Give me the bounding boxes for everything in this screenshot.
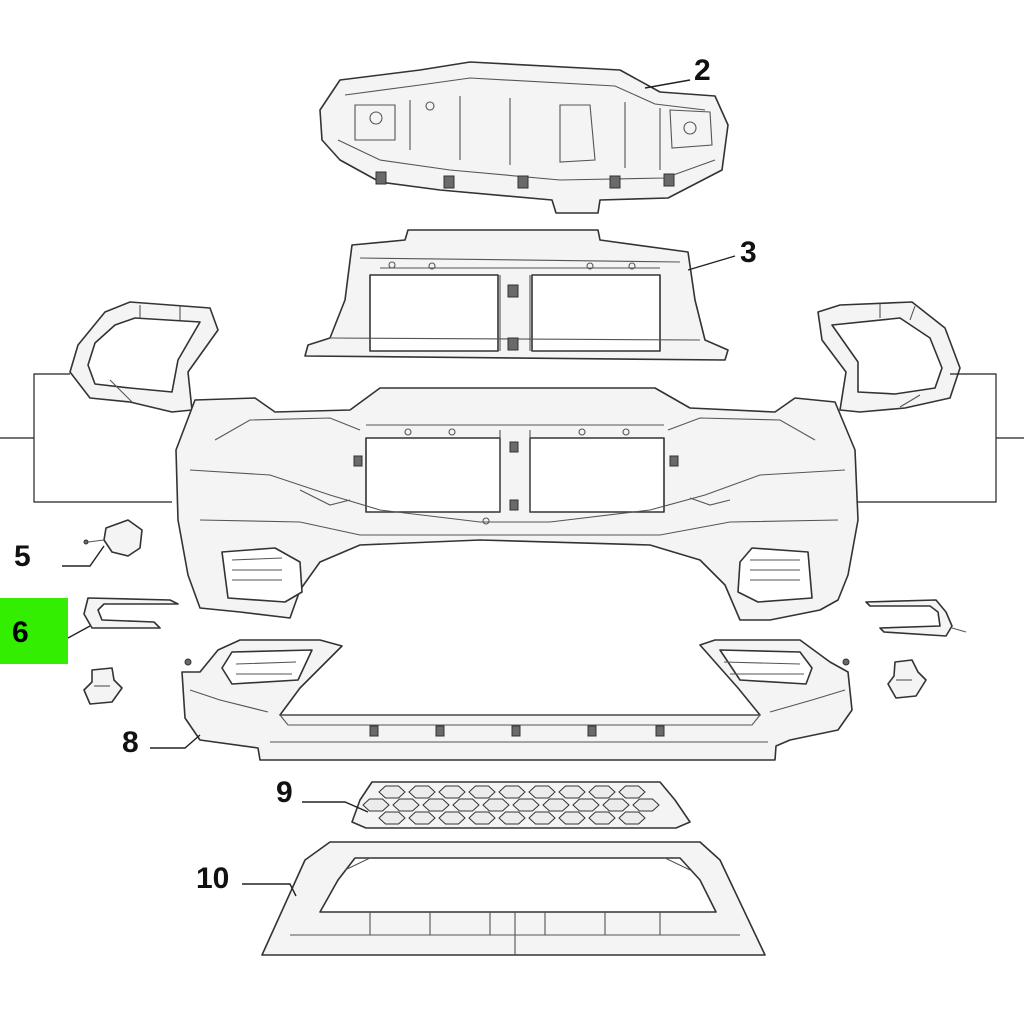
callout-3[interactable]: 3 (740, 236, 757, 269)
grille-hex-cell (498, 785, 526, 799)
grille-hex-cell (438, 785, 466, 799)
leader-9 (302, 801, 369, 813)
grille-hex-cell (558, 811, 586, 825)
grille-hex-cell (528, 811, 556, 825)
highlight-box-6 (0, 598, 68, 664)
grille-hex-cell (528, 785, 556, 799)
part-9-honeycomb-grille (351, 781, 691, 829)
grille-hex-cell (378, 785, 406, 799)
grille-hex-cell (618, 785, 646, 799)
grille-hex-cell (392, 798, 420, 812)
left-mounting-clip (83, 667, 123, 705)
leader-6 (67, 625, 91, 639)
grille-hex-cell (362, 798, 390, 812)
grille-hex-cell (452, 798, 480, 812)
grille-hex-cell (378, 811, 406, 825)
part-5-tow-hook-cover (83, 519, 143, 557)
part-6-left-trim-strip (83, 597, 179, 629)
grille-hex-cell (482, 798, 510, 812)
grille-hex-cell (408, 811, 436, 825)
left-corner-bezel (69, 301, 219, 413)
part-8-lower-valance (181, 639, 853, 761)
right-trim-strip (865, 599, 967, 637)
left-bracket-line (0, 373, 172, 503)
grille-mesh (362, 785, 660, 825)
grille-hex-cell (498, 811, 526, 825)
callout-6[interactable]: 6 (12, 616, 29, 649)
grille-hex-cell (468, 785, 496, 799)
grille-hex-cell (438, 811, 466, 825)
callout-10[interactable]: 10 (196, 862, 229, 895)
part-2-upper-support-beam (319, 61, 729, 214)
callout-9[interactable]: 9 (276, 776, 293, 809)
grille-hex-cell (542, 798, 570, 812)
grille-hex-cell (422, 798, 450, 812)
grille-hex-cell (602, 798, 630, 812)
right-corner-bezel (817, 301, 961, 413)
grille-hex-cell (618, 811, 646, 825)
grille-hex-cell (632, 798, 660, 812)
leader-2 (644, 79, 691, 89)
grille-hex-cell (512, 798, 540, 812)
right-mounting-clip (887, 659, 927, 699)
leader-5 (62, 545, 105, 567)
grille-hex-cell (588, 785, 616, 799)
grille-hex-cell (588, 811, 616, 825)
grille-hex-cell (558, 785, 586, 799)
grille-hex-cell (572, 798, 600, 812)
part-10-skid-plate (261, 841, 766, 956)
main-bumper-cover (175, 387, 859, 621)
callout-8[interactable]: 8 (122, 726, 139, 759)
callout-2[interactable]: 2 (694, 54, 711, 87)
part-3-inner-reinforcement (304, 229, 729, 361)
right-bracket-line (855, 373, 1024, 503)
leader-3 (687, 255, 736, 271)
leader-8 (150, 734, 201, 749)
grille-hex-cell (408, 785, 436, 799)
leader-10 (242, 883, 297, 897)
grille-hex-cell (468, 811, 496, 825)
callout-5[interactable]: 5 (14, 540, 31, 573)
